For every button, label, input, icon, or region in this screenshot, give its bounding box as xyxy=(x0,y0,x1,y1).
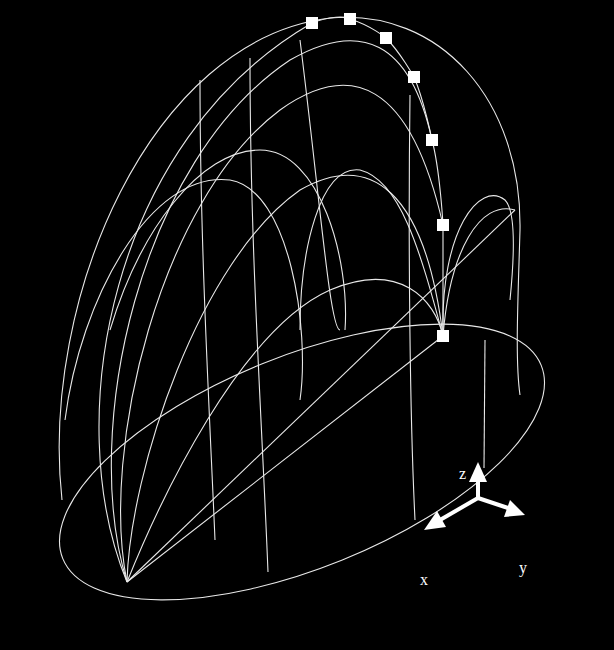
marker-squares xyxy=(306,13,449,342)
base-ellipse xyxy=(23,267,581,650)
axis-label: z xyxy=(459,466,466,482)
meridian-arc xyxy=(99,17,443,582)
meridian-arc xyxy=(111,41,432,582)
axis-label: x xyxy=(420,572,428,588)
small-arc xyxy=(443,209,515,336)
small-arc xyxy=(300,170,443,336)
small-arc xyxy=(443,196,513,336)
vertical-line xyxy=(200,80,215,540)
vertical-line xyxy=(250,58,268,572)
meridian-line xyxy=(127,336,443,582)
meridian-arc xyxy=(127,175,443,582)
dome-outline xyxy=(59,17,520,500)
axis-triad xyxy=(424,462,525,530)
vertical-line xyxy=(300,40,340,330)
small-arc xyxy=(65,179,302,420)
vertical-line xyxy=(484,340,485,468)
meridian-arc xyxy=(121,85,443,582)
meridian-line xyxy=(127,210,515,582)
small-arc xyxy=(110,150,346,330)
axis-label: y xyxy=(519,560,527,576)
vertical-line xyxy=(409,95,415,520)
